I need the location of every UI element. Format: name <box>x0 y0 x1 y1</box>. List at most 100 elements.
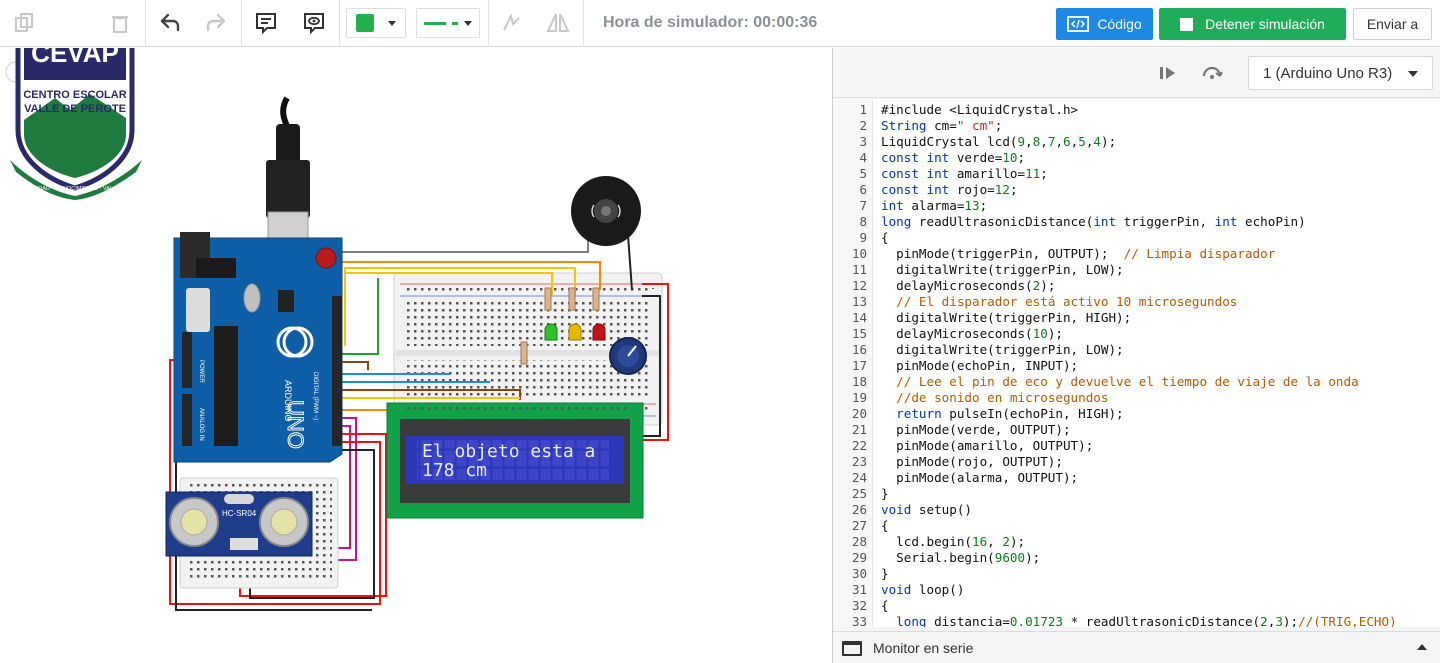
resistor[interactable] <box>520 287 600 365</box>
lcd-line-1: El objeto esta a <box>422 441 595 462</box>
line-number: 17 <box>851 358 867 373</box>
code-line[interactable]: long readUltrasonicDistance(int triggerP… <box>881 214 1306 229</box>
code-line[interactable]: Serial.begin(9600); <box>881 550 1041 565</box>
undo-icon[interactable] <box>154 8 186 38</box>
debugger-icon[interactable] <box>1199 58 1225 88</box>
piezo-buzzer[interactable] <box>571 176 641 246</box>
line-number: 26 <box>851 502 867 517</box>
code-line[interactable]: String cm=" cm"; <box>881 118 1003 133</box>
wire-style-icon <box>424 21 452 25</box>
code-line[interactable]: // El disparador está activo 10 microseg… <box>896 294 1238 309</box>
arduino-label: ARDUINO <box>283 380 293 422</box>
view-notes-icon[interactable] <box>298 8 330 38</box>
code-line[interactable]: const int rojo=12; <box>881 182 1018 197</box>
lcd-display[interactable]: El objeto esta a 178 cm <box>386 402 644 519</box>
line-number: 18 <box>851 374 867 389</box>
code-line[interactable]: void setup() <box>881 502 973 517</box>
stop-simulation-button[interactable]: Detener simulación <box>1159 8 1346 40</box>
line-number: 15 <box>851 326 867 341</box>
sensor-label: HC-SR04 <box>222 509 257 518</box>
code-line[interactable]: { <box>881 598 889 613</box>
code-line[interactable]: { <box>881 518 889 533</box>
code-line[interactable]: return pulseIn(echoPin, HIGH); <box>896 406 1124 421</box>
chevron-down-icon <box>388 20 396 26</box>
wire-style-picker[interactable] <box>416 8 480 38</box>
code-line[interactable]: #include <LiquidCrystal.h> <box>881 102 1079 117</box>
serial-monitor-icon <box>842 641 862 656</box>
rotate-icon[interactable] <box>495 8 527 38</box>
code-line[interactable]: //de sonido en microsegundos <box>896 390 1109 405</box>
board-selector-label: 1 (Arduino Uno R3) <box>1263 64 1393 82</box>
code-line[interactable]: lcd.begin(16, 2); <box>881 534 1026 549</box>
led-yellow[interactable] <box>568 323 582 341</box>
line-number: 4 <box>859 150 867 165</box>
led-red[interactable] <box>592 323 606 341</box>
code-button-label: Código <box>1097 16 1142 32</box>
code-line[interactable]: const int amarillo=11; <box>881 166 1048 181</box>
circuit-canvas[interactable]: ARDUINO UNO DIGITAL (PWM ~) ANALOG IN PO… <box>0 48 832 663</box>
code-line[interactable]: digitalWrite(triggerPin, HIGH); <box>881 310 1132 325</box>
chevron-down-icon <box>464 20 472 26</box>
step-debug-icon[interactable] <box>1155 58 1181 88</box>
line-number: 24 <box>851 470 867 485</box>
line-number: 16 <box>851 342 867 357</box>
serial-monitor-bar[interactable]: Monitor en serie <box>833 631 1440 663</box>
potentiometer[interactable] <box>609 337 647 375</box>
code-line[interactable]: } <box>881 566 889 581</box>
code-line[interactable]: digitalWrite(triggerPin, LOW); <box>881 342 1124 357</box>
line-number: 1 <box>859 102 867 117</box>
send-to-button[interactable]: Enviar a <box>1353 8 1432 40</box>
code-line[interactable]: pinMode(alarma, OUTPUT); <box>881 470 1079 485</box>
code-line[interactable]: int alarma=13; <box>881 198 988 213</box>
delete-icon[interactable] <box>104 8 136 38</box>
code-line[interactable]: long distancia=0.01723 * readUltrasonicD… <box>896 614 1397 627</box>
power-label: POWER <box>198 360 204 383</box>
code-button[interactable]: Código <box>1056 8 1153 40</box>
line-number: 21 <box>851 422 867 437</box>
led-green[interactable] <box>544 323 558 341</box>
mirror-icon[interactable] <box>542 8 574 38</box>
serial-monitor-label: Monitor en serie <box>873 639 974 656</box>
arduino-uno[interactable]: ARDUINO UNO DIGITAL (PWM ~) ANALOG IN PO… <box>173 232 343 463</box>
code-line[interactable]: const int verde=10; <box>881 150 1026 165</box>
code-line[interactable]: delayMicroseconds(2); <box>881 278 1056 293</box>
line-number: 10 <box>851 246 867 261</box>
line-number: 13 <box>851 294 867 309</box>
line-number: 9 <box>859 230 867 245</box>
lcd-line-2: 178 cm <box>422 460 487 481</box>
line-number: 14 <box>851 310 867 325</box>
ultrasonic-sensor[interactable]: HC-SR04 <box>165 491 313 557</box>
code-line[interactable]: pinMode(echoPin, INPUT); <box>881 358 1079 373</box>
code-panel-header: 1 (Arduino Uno R3) <box>833 48 1440 98</box>
code-line[interactable]: // Lee el pin de eco y devuelve el tiemp… <box>896 374 1359 389</box>
line-number: 22 <box>851 438 867 453</box>
school-logo: CEVAP CENTRO ESCOLAR VALLE DE PEROTE UNI… <box>10 48 144 200</box>
code-line[interactable]: { <box>881 230 889 245</box>
code-line[interactable]: digitalWrite(triggerPin, LOW); <box>881 262 1124 277</box>
line-number: 3 <box>859 134 867 149</box>
code-line[interactable]: pinMode(rojo, OUTPUT); <box>881 454 1063 469</box>
code-line[interactable]: pinMode(verde, OUTPUT); <box>881 422 1071 437</box>
send-to-label: Enviar a <box>1366 16 1419 32</box>
code-line[interactable]: LiquidCrystal lcd(9,8,7,6,5,4); <box>881 134 1117 149</box>
redo-icon[interactable] <box>200 8 232 38</box>
code-line[interactable]: void loop() <box>881 582 965 597</box>
code-line[interactable]: delayMicroseconds(10); <box>881 326 1063 341</box>
line-number: 8 <box>859 214 867 229</box>
notes-icon[interactable] <box>250 8 282 38</box>
line-number: 27 <box>851 518 867 533</box>
board-selector[interactable]: 1 (Arduino Uno R3) <box>1248 56 1433 90</box>
digital-label: DIGITAL (PWM ~) <box>312 372 318 420</box>
logo-ribbon: UNIDAD · CONOCIMIENTO · VALOR <box>29 186 121 192</box>
copy-icon[interactable] <box>8 8 40 38</box>
code-line[interactable]: pinMode(triggerPin, OUTPUT); // Limpia d… <box>881 246 1276 261</box>
usb-cable[interactable] <box>266 96 310 243</box>
uno-label: UNO <box>283 400 308 449</box>
code-line[interactable]: } <box>881 486 889 501</box>
top-toolbar: Hora de simulador: 00:00:36 Código Deten… <box>0 0 1440 47</box>
line-number: 23 <box>851 454 867 469</box>
color-picker[interactable] <box>346 8 406 38</box>
line-number: 2 <box>859 118 867 133</box>
code-line[interactable]: pinMode(amarillo, OUTPUT); <box>881 438 1094 453</box>
